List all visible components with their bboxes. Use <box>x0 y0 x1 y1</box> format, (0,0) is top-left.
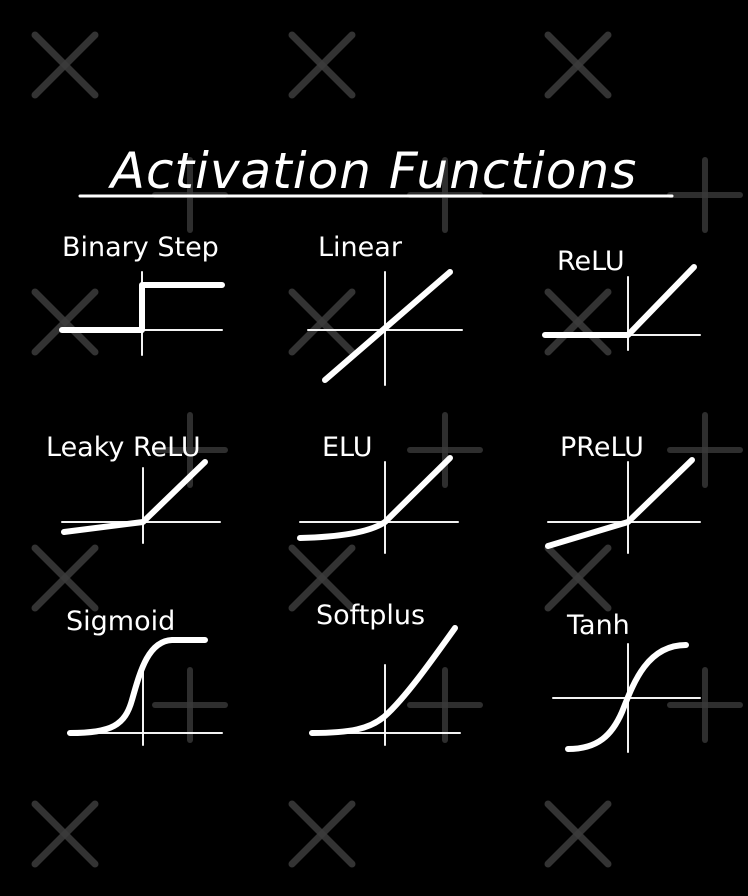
binary-step-curve <box>59 282 225 333</box>
softplus-label: Softplus <box>316 600 425 631</box>
elu-curve <box>297 455 453 541</box>
watermark-x-icon <box>288 31 356 99</box>
prelu-label: PReLU <box>560 432 644 463</box>
softplus-panel: Softplus <box>309 600 461 746</box>
tanh-label: Tanh <box>566 610 630 641</box>
binary-step-label: Binary Step <box>62 232 219 263</box>
softplus-curve <box>309 625 458 736</box>
watermark-plus-icon <box>667 412 743 488</box>
relu-curve <box>542 264 697 338</box>
watermark-pattern <box>31 31 743 868</box>
watermark-x-icon <box>31 800 99 868</box>
watermark-plus-icon <box>667 667 743 743</box>
page-title: Activation Functions <box>108 142 638 200</box>
linear-panel: Linear <box>307 232 463 386</box>
watermark-x-icon <box>544 31 612 99</box>
watermark-x-icon <box>544 288 612 356</box>
leaky-relu-label: Leaky ReLU <box>46 432 201 463</box>
watermark-plus-icon <box>667 157 743 233</box>
relu-label: ReLU <box>557 246 625 277</box>
elu-panel: ELU <box>297 432 459 554</box>
watermark-plus-icon <box>407 667 483 743</box>
binary-step-panel: Binary Step <box>59 232 225 356</box>
watermark-x-icon <box>288 800 356 868</box>
tanh-curve <box>565 642 689 752</box>
watermark-plus-icon <box>152 667 228 743</box>
linear-curve <box>322 269 453 383</box>
elu-label: ELU <box>322 432 373 463</box>
relu-panel: ReLU <box>542 246 701 351</box>
tanh-panel: Tanh <box>552 610 701 753</box>
prelu-panel: PReLU <box>545 432 701 554</box>
linear-label: Linear <box>318 232 403 263</box>
watermark-x-icon <box>544 544 612 612</box>
watermark-x-icon <box>544 800 612 868</box>
watermark-x-icon <box>31 288 99 356</box>
prelu-curve <box>545 457 695 549</box>
watermark-x-icon <box>288 288 356 356</box>
leaky-relu-curve <box>61 459 208 535</box>
watermark-x-icon <box>31 31 99 99</box>
sigmoid-curve <box>67 637 208 736</box>
sigmoid-panel: Sigmoid <box>66 606 223 746</box>
watermark-plus-icon <box>407 412 483 488</box>
sigmoid-label: Sigmoid <box>66 606 175 637</box>
watermark-x-icon <box>31 544 99 612</box>
leaky-relu-panel: Leaky ReLU <box>46 432 221 544</box>
watermark-x-icon <box>288 544 356 612</box>
